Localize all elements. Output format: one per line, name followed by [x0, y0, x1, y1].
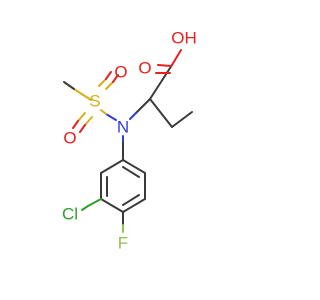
bond-ring-cl-a [87, 198, 102, 207]
bond-s-o-top-c [98, 78, 107, 87]
bond-c2-n-b [129, 112, 137, 120]
o-sulfonyl-top-label: O [114, 63, 127, 82]
bond-s-o-bottom-a [77, 112, 86, 122]
bond-c2-n-a [135, 98, 151, 114]
bond-c1-c2 [149, 64, 173, 100]
ring-bond-3 [100, 198, 124, 213]
bond-n-s-b [100, 109, 107, 115]
ring-inner-2 [122, 194, 140, 206]
ring-bond-1 [100, 159, 124, 174]
n-label: N [117, 118, 129, 137]
molecule-diagram: OH O S O O N Cl F [62, 29, 197, 253]
bond-s-o-bottom-c [84, 116, 93, 126]
bond-n-s [105, 113, 117, 121]
bond-c2-c3 [149, 98, 173, 128]
bond-s-methyl [73, 88, 92, 101]
bond-ring-cl-b [81, 205, 89, 211]
structure-svg: OH O S O O N Cl F [62, 29, 197, 253]
bond-s-o-bottom-d [79, 124, 86, 133]
bond-c3-c4 [171, 111, 193, 128]
bond-s-o-top-d [105, 71, 112, 80]
o-carbonyl-label: O [138, 59, 151, 78]
bond-s-o-bottom-b [72, 120, 79, 129]
bond-s-o-top-b [112, 74, 119, 83]
bond-s-o-top-a [105, 81, 114, 90]
ring-inner-3 [122, 166, 140, 178]
ring-bond-6 [122, 159, 146, 174]
o-sulfonyl-bottom-label: O [63, 129, 76, 148]
cl-label: Cl [62, 205, 78, 224]
oh-label: OH [171, 29, 197, 48]
bond-s-methyl-b [63, 81, 75, 90]
bond-c1-o-double-a [157, 64, 172, 67]
bond-c1-o-oh [171, 49, 182, 66]
f-label: F [118, 234, 128, 253]
ring-bond-4 [122, 198, 146, 213]
s-label: S [89, 92, 100, 111]
